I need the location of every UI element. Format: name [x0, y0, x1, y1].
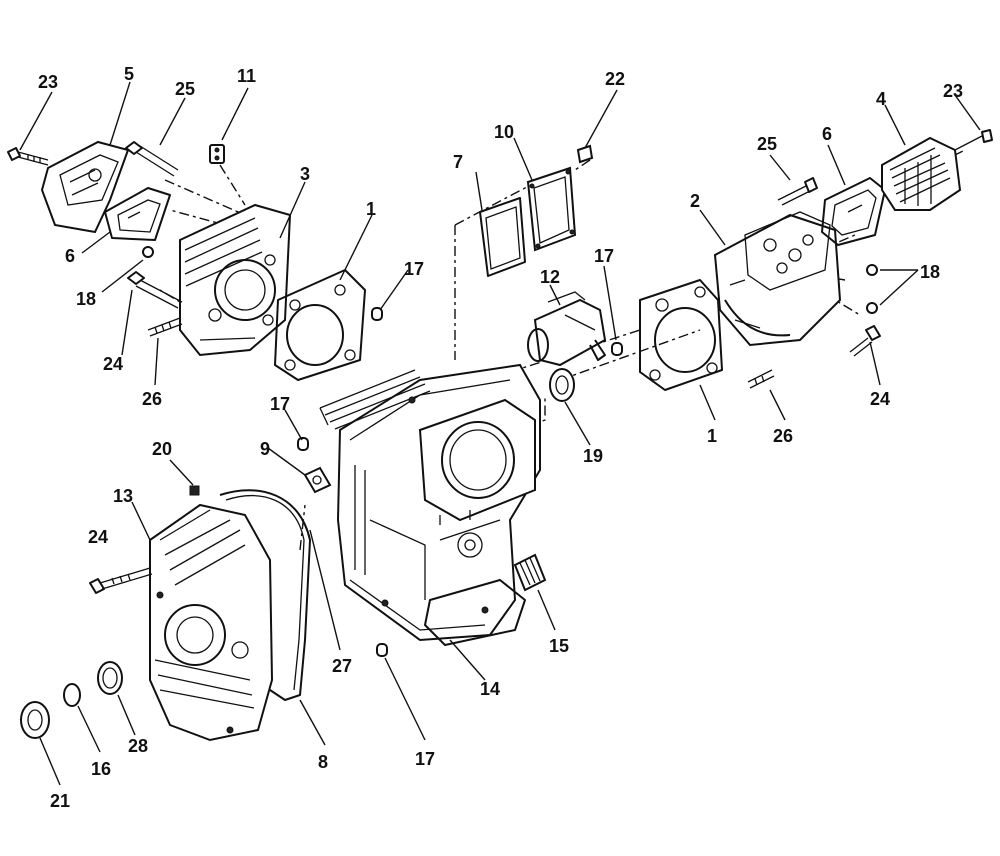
valve-cover-right	[881, 136, 962, 211]
dowel-17-b	[611, 342, 623, 356]
breather-9	[303, 466, 332, 494]
crankcase-gasket-8	[219, 489, 311, 701]
callout-21: 21	[50, 791, 70, 811]
bolt-23-left	[7, 147, 49, 166]
callout-14: 14	[480, 679, 500, 699]
callout-28: 28	[128, 736, 148, 756]
callout-18-left: 18	[76, 289, 96, 309]
bolt-24-right	[849, 325, 881, 357]
callout-24-left: 24	[103, 354, 123, 374]
callout-24-cover: 24	[88, 527, 108, 547]
bolt-24-left	[127, 271, 183, 309]
bushing-28	[97, 661, 123, 695]
nut-18-right	[866, 264, 878, 314]
callout-2: 2	[690, 191, 700, 211]
oil-seal-21	[20, 701, 50, 739]
dowel-17-c	[297, 437, 309, 451]
oil-seal-19	[549, 368, 575, 402]
fitting-11	[209, 144, 225, 164]
callout-12: 12	[540, 267, 560, 287]
callout-17-a: 17	[404, 259, 424, 279]
callout-22: 22	[605, 69, 625, 89]
callout-3: 3	[300, 164, 310, 184]
callout-13: 13	[113, 486, 133, 506]
callout-26-left: 26	[142, 389, 162, 409]
cylinder-head-right	[713, 211, 842, 347]
valve-cover-gasket-left	[104, 187, 171, 241]
callout-labels: 23 5 25 11 3 6 18 24 26 1 17 7 10 22 12 …	[38, 64, 963, 811]
crankcase-14	[319, 363, 541, 646]
callout-26-right: 26	[773, 426, 793, 446]
callout-4: 4	[876, 89, 886, 109]
head-gasket-right	[639, 279, 723, 391]
plug-22	[576, 144, 594, 164]
callout-11: 11	[237, 66, 256, 86]
callout-19: 19	[583, 446, 603, 466]
cylinder-head-left	[179, 203, 292, 357]
bolt-25-right	[777, 177, 818, 206]
callout-10: 10	[494, 122, 514, 142]
bolt-25-left	[125, 141, 179, 177]
leader-lines	[19, 81, 981, 786]
dowel-17-d	[376, 643, 388, 657]
bolt-24-cover	[89, 567, 153, 594]
callout-8: 8	[318, 752, 328, 772]
callout-17-d: 17	[415, 749, 435, 769]
valve-assembly-12	[527, 291, 607, 367]
callout-15: 15	[549, 636, 569, 656]
callout-24-right: 24	[870, 389, 890, 409]
head-gasket-left	[274, 269, 366, 381]
bolt-23-right	[954, 129, 993, 151]
callout-6-right: 6	[822, 124, 832, 144]
breather-gasket-7	[479, 197, 526, 277]
callout-16: 16	[91, 759, 111, 779]
valve-cover-gasket-right	[821, 177, 886, 246]
callout-23-left: 23	[38, 72, 58, 92]
plug-20	[189, 485, 200, 496]
callout-17-c: 17	[270, 394, 290, 414]
breather-cover-10	[526, 166, 577, 252]
callout-17-b: 17	[594, 246, 614, 266]
callout-25-left: 25	[175, 79, 195, 99]
callout-6-left: 6	[65, 246, 75, 266]
o-ring-16	[63, 683, 81, 707]
callout-20: 20	[152, 439, 172, 459]
callout-9: 9	[260, 439, 270, 459]
callout-23-right: 23	[943, 81, 963, 101]
callout-5: 5	[124, 64, 134, 84]
filter-15	[513, 553, 547, 592]
callout-1-right: 1	[707, 426, 717, 446]
stud-26-right	[747, 369, 775, 389]
stud-26-left	[147, 317, 183, 337]
callout-27: 27	[332, 656, 352, 676]
callout-18-right: 18	[920, 262, 940, 282]
callout-25-right: 25	[757, 134, 777, 154]
callout-1-left: 1	[366, 199, 376, 219]
nut-18-left	[142, 246, 154, 258]
valve-cover-left	[40, 140, 130, 234]
dowel-17-a	[371, 307, 383, 321]
cover-13	[149, 503, 274, 742]
callout-7: 7	[453, 152, 463, 172]
